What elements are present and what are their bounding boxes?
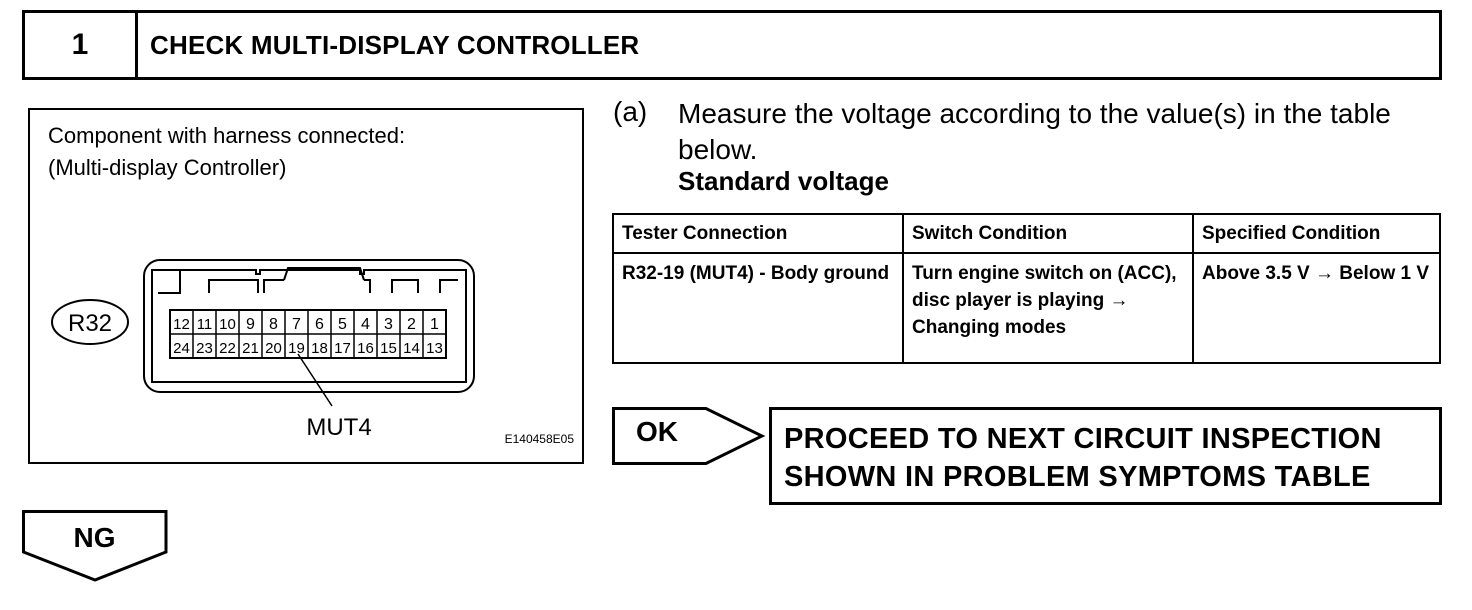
figure-caption-line1: Component with harness connected: [48, 123, 406, 148]
step-title: CHECK MULTI-DISPLAY CONTROLLER [150, 29, 640, 60]
table-row: R32-19 (MUT4) - Body ground Turn engine … [612, 252, 1441, 364]
pin-24-label: 24 [173, 340, 190, 357]
pin-3-label: 3 [384, 316, 393, 333]
connector-id-label: R32 [68, 310, 112, 337]
pin-12-label: 12 [173, 316, 190, 333]
connector-body [151, 269, 467, 383]
pin-4-label: 4 [361, 316, 370, 333]
instruction-marker: (a) [613, 96, 648, 127]
standard-voltage-table: Tester Connection Switch Condition Speci… [612, 213, 1441, 364]
pin-9-label: 9 [246, 316, 255, 333]
header-switch-condition: Switch Condition [902, 213, 1194, 254]
pin-19-label: 19 [288, 340, 305, 357]
pin-15-label: 15 [380, 340, 397, 357]
pin-18-label: 18 [311, 340, 328, 357]
connector-figure: Component with harness connected: (Multi… [28, 108, 584, 464]
table-header-row: Tester Connection Switch Condition Speci… [612, 213, 1441, 254]
pin-21-label: 21 [242, 340, 259, 357]
pin-17-label: 17 [334, 340, 351, 357]
pin-5-label: 5 [338, 316, 347, 333]
pin-2-label: 2 [407, 316, 416, 333]
ng-arrow-icon [22, 510, 168, 582]
pin-23-label: 23 [196, 340, 213, 357]
figure-caption-line2: (Multi-display Controller) [48, 155, 287, 180]
mut4-callout-line [297, 353, 333, 407]
mut4-callout-label: MUT4 [306, 414, 371, 441]
figure-id: E140458E05 [504, 432, 574, 446]
pin-22-label: 22 [219, 340, 236, 357]
cell-specified-condition: Above 3.5 V → Below 1 V [1192, 252, 1441, 364]
pin-14-label: 14 [403, 340, 420, 357]
ok-arrow-icon [612, 407, 766, 465]
step-header: 1 CHECK MULTI-DISPLAY CONTROLLER [22, 10, 1442, 80]
standard-voltage-label: Standard voltage [678, 166, 889, 196]
header-tester-connection: Tester Connection [612, 213, 904, 254]
cell-switch-condition: Turn engine switch on (ACC), disc player… [902, 252, 1194, 364]
ng-label: NG [73, 522, 116, 553]
pin-7-label: 7 [292, 316, 301, 333]
pin-6-label: 6 [315, 316, 324, 333]
instruction-text: Measure the voltage according to the val… [678, 98, 1391, 165]
connector-id-ellipse [51, 299, 129, 345]
pin-20-label: 20 [265, 340, 282, 357]
pin-16-label: 16 [357, 340, 374, 357]
pin-8-label: 8 [269, 316, 278, 333]
step-number: 1 [25, 13, 138, 77]
pin-10-label: 10 [219, 316, 236, 333]
pin-11-label: 11 [197, 316, 213, 333]
ok-label: OK [636, 416, 678, 447]
pin-1-label: 1 [430, 316, 439, 333]
ok-result-box: PROCEED TO NEXT CIRCUIT INSPECTION SHOWN… [769, 407, 1442, 505]
cell-tester-connection: R32-19 (MUT4) - Body ground [612, 252, 904, 364]
header-specified-condition: Specified Condition [1192, 213, 1441, 254]
connector-housing [143, 259, 475, 393]
pin-13-label: 13 [426, 340, 443, 357]
